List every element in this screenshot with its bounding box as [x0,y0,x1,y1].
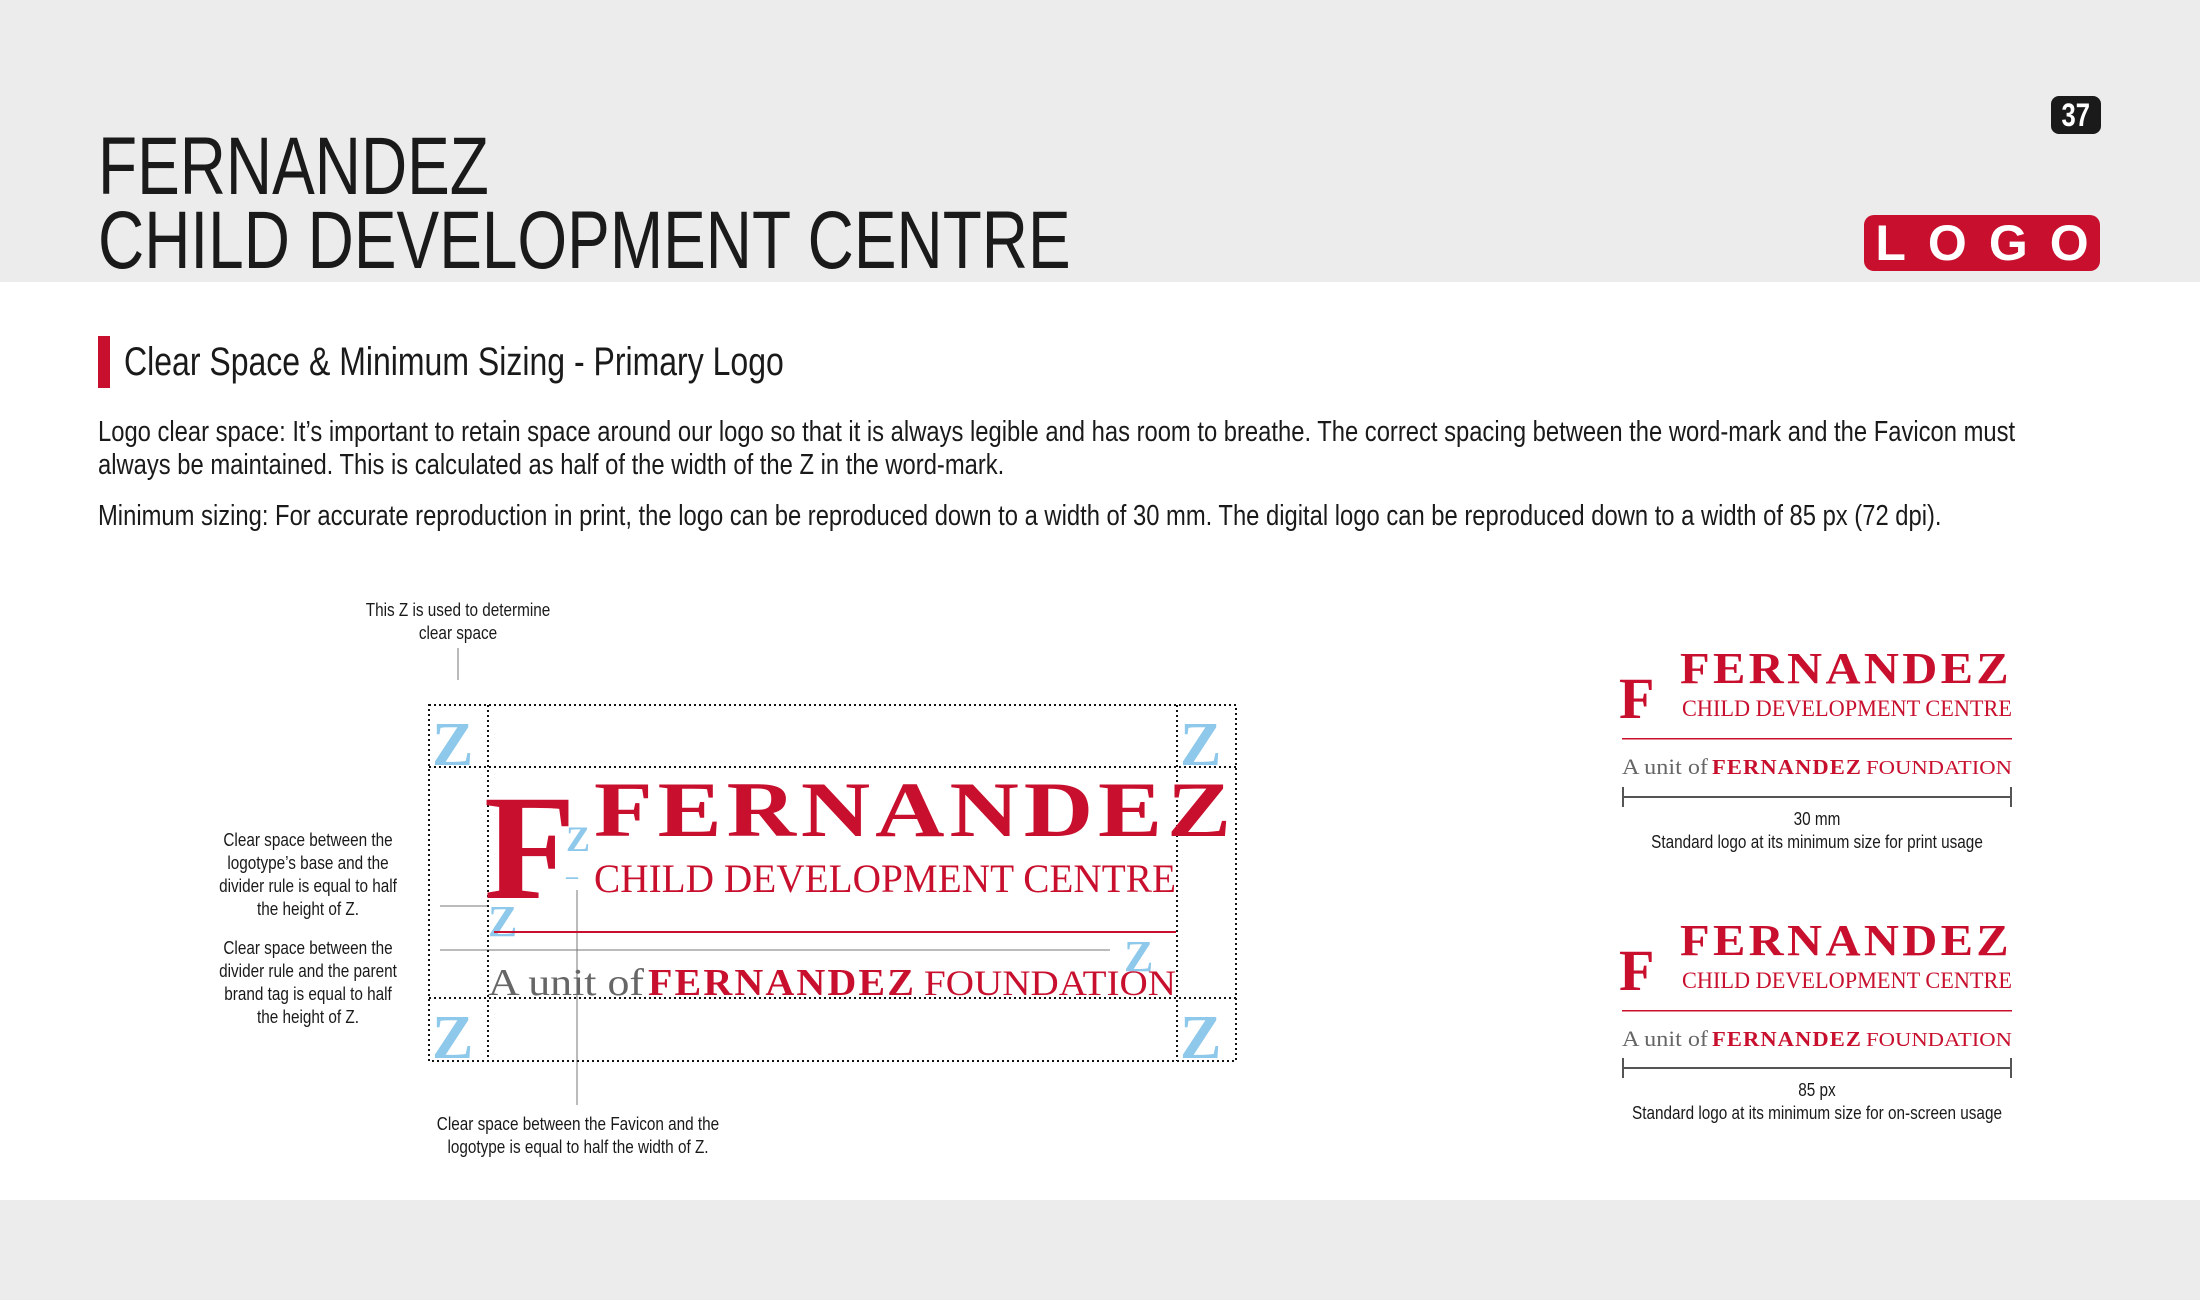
z-marker-top-right: Z [1180,711,1221,779]
subheading-accent-bar [98,336,110,388]
note-base-clearance: Clear space between the logotype’s base … [206,829,410,921]
z-marker-favicon-gap: Z [566,819,590,859]
logo-tag-suffix-screen: FOUNDATION [1866,1029,2012,1051]
min-screen-size: 85 px [1798,1080,1836,1100]
min-print-caption-block: 30 mm Standard logo at its minimum size … [1647,808,1987,854]
note-z-clear-space: This Z is used to determine clear space [348,599,569,645]
logo-tag-prefix-print: A unit of [1622,754,1709,779]
logo-tag-prefix-screen: A unit of [1622,1026,1709,1051]
note-favicon-line2: logotype is equal to half the width of Z… [447,1137,709,1157]
z-marker-top-left: Z [432,711,473,779]
logo-wordmark-large: FERNANDEZ [594,766,1236,853]
min-print-size: 30 mm [1793,809,1841,829]
section-tab-logo: LOGO [1864,215,2100,271]
logo-wordmark-screen: FERNANDEZ [1680,916,2012,965]
clear-space-grid [428,704,1237,1062]
z-markers: Z Z Z Z Z – Z Z [432,711,1221,1072]
note-base-line2: logotype’s base and the [227,853,389,873]
note-z-line1: This Z is used to determine [365,600,551,620]
page-number-badge: 37 [2051,96,2101,134]
z-marker-bottom-right: Z [1180,1004,1221,1072]
logo-wordmark-print: FERNANDEZ [1680,644,2012,693]
logo-min-screen: F FERNANDEZ CHILD DEVELOPMENT CENTRE A u… [1619,916,2012,1051]
primary-logo-large: F FERNANDEZ CHILD DEVELOPMENT CENTRE A u… [484,765,1236,1004]
logo-subline-large: CHILD DEVELOPMENT CENTRE [594,856,1176,901]
dimension-30mm [1622,787,2012,807]
logo-tag-suffix-large: FOUNDATION [924,963,1176,1003]
note-base-line4: the height of Z. [256,899,360,919]
logo-divider-rule-print [1622,738,2012,740]
page-number: 37 [2061,96,2091,133]
logo-subline-screen: CHILD DEVELOPMENT CENTRE [1682,968,2012,993]
logo-subline-print: CHILD DEVELOPMENT CENTRE [1682,696,2012,721]
min-screen-caption-block: 85 px Standard logo at its minimum size … [1622,1079,2013,1125]
note-rule-clearance: Clear space between the divider rule and… [206,937,410,1029]
page-title-line1: FERNANDEZ [98,121,489,212]
note-base-line3: divider rule is equal to half [219,876,397,896]
z-marker-bottom-left: Z [432,1004,473,1072]
min-screen-caption: Standard logo at its minimum size for on… [1632,1103,2002,1123]
note-z-line2: clear space [418,623,498,643]
note-favicon-line1: Clear space between the Favicon and the [436,1114,720,1134]
note-base-line1: Clear space between the [223,830,393,850]
logo-min-print: F FERNANDEZ CHILD DEVELOPMENT CENTRE A u… [1619,644,2012,779]
logo-tag-brand-print: FERNANDEZ [1712,755,1862,779]
z-marker-base-gap: Z [488,897,517,946]
leader-lines [440,648,1110,1105]
logo-favicon-large: F [484,765,576,931]
logo-tag-suffix-print: FOUNDATION [1866,757,2012,779]
outer-clear-space-frame [428,704,1237,1062]
min-print-caption: Standard logo at its minimum size for pr… [1651,832,1983,852]
logo-favicon-print: F [1619,666,1654,731]
note-rule-line2: divider rule and the parent [219,961,397,981]
note-rule-line4: the height of Z. [256,1007,360,1027]
subheading: Clear Space & Minimum Sizing - Primary L… [124,340,784,384]
logo-tag-brand-large: FERNANDEZ [648,962,916,1004]
footer-band [0,1200,2200,1300]
note-rule-line1: Clear space between the [223,938,393,958]
logo-divider-rule-screen [1622,1010,2012,1012]
z-marker-rule-gap: Z [1124,932,1153,981]
note-rule-line3: brand tag is equal to half [224,984,392,1004]
paragraph-clear-space-line2: always be maintained. This is calculated… [98,449,1005,481]
z-marker-favicon-gap-small: – [565,864,579,890]
logo-tag-brand-screen: FERNANDEZ [1712,1027,1862,1051]
logo-divider-rule-large [494,931,1176,933]
paragraph-clear-space-line1: Logo clear space: It’s important to reta… [98,416,2016,448]
page-title-line2: CHILD DEVELOPMENT CENTRE [98,195,1071,286]
dimension-85px [1622,1058,2012,1078]
logo-favicon-screen: F [1619,938,1654,1003]
paragraph-minimum-sizing: Minimum sizing: For accurate reproductio… [98,500,1942,532]
header-band [0,0,2200,282]
note-favicon-clearance: Clear space between the Favicon and the … [417,1113,740,1159]
logo-tag-prefix-large: A unit of [488,962,644,1004]
